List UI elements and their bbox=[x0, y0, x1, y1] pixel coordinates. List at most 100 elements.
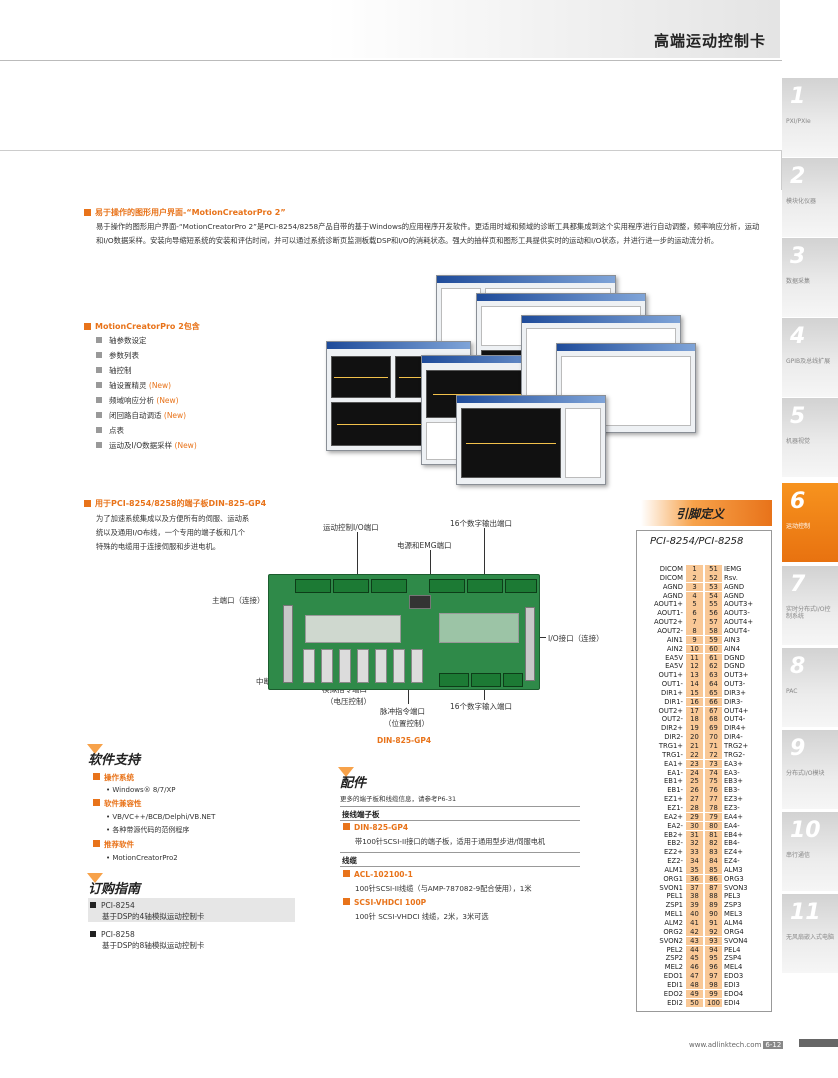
tab-number: 6 bbox=[790, 489, 806, 514]
pin-signal-right: AOUT3- bbox=[724, 609, 750, 618]
label-io-port: I/O接口（连接） bbox=[548, 634, 604, 643]
pin-signal-left: MEL1 bbox=[664, 910, 683, 919]
pin-number-right: 62 bbox=[704, 662, 722, 671]
relay bbox=[357, 649, 369, 683]
pin-number-left: 14 bbox=[685, 680, 703, 689]
pin-number-right: 80 bbox=[704, 821, 722, 831]
sidebar-tab-6[interactable]: 6 运动控制 bbox=[782, 483, 838, 563]
pin-signal-right: ORG3 bbox=[724, 874, 744, 883]
list-item: 轴设置精灵 (New) bbox=[96, 378, 197, 393]
accessory-model: SCSI-VHDCI 100P bbox=[343, 898, 426, 907]
tab-label: 实时分布式I/O控制系统 bbox=[786, 606, 831, 620]
screenshot-window bbox=[456, 395, 606, 485]
pin-number-right: 63 bbox=[704, 671, 722, 680]
list-item: 轴控制 bbox=[96, 363, 197, 378]
pin-signal-right: AGND bbox=[724, 582, 745, 591]
pin-number-right: 82 bbox=[704, 839, 722, 848]
pin-signal-right: EZ3- bbox=[724, 803, 740, 812]
pin-number-right: 85 bbox=[704, 865, 722, 875]
pin-signal-right: DIR4+ bbox=[724, 724, 746, 733]
pin-signal-left: EZ1+ bbox=[664, 795, 683, 804]
pin-signal-left: DIR1+ bbox=[661, 688, 683, 697]
pin-number-left: 20 bbox=[685, 733, 703, 742]
pin-signal-left: AOUT2- bbox=[657, 626, 683, 635]
pin-number-left: 19 bbox=[685, 724, 703, 733]
pin-signal-left: OUT1+ bbox=[658, 671, 684, 680]
pin-number-right: 78 bbox=[704, 803, 722, 813]
pin-number-right: 87 bbox=[704, 883, 722, 893]
pin-signal-right: AGND bbox=[724, 591, 745, 600]
divider bbox=[340, 806, 580, 807]
pin-number-right: 79 bbox=[704, 812, 722, 822]
divider bbox=[340, 866, 580, 867]
pin-signal-right: AIN3 bbox=[724, 635, 741, 644]
list-item: 轴参数设定 bbox=[96, 333, 197, 348]
label-pulse-cmd-sub: （位置控制） bbox=[384, 719, 429, 728]
list-item: 闭回路自动调适 (New) bbox=[96, 408, 197, 423]
label-interrupt: 中断 bbox=[256, 677, 271, 686]
pin-number-left: 30 bbox=[685, 821, 703, 831]
tab-number: 4 bbox=[790, 324, 806, 349]
power-jack bbox=[409, 595, 431, 609]
pin-number-right: 61 bbox=[704, 653, 722, 662]
tab-label: PAC bbox=[786, 688, 798, 695]
pin-number-right: 70 bbox=[704, 733, 722, 742]
pin-number-right: 71 bbox=[704, 742, 722, 751]
pin-signal-left: ALM2 bbox=[664, 919, 683, 927]
pin-signal-right: EB3+ bbox=[724, 777, 743, 786]
pin-signal-left: EZ2- bbox=[667, 857, 683, 866]
pin-signal-right: DGND bbox=[724, 653, 745, 662]
pin-number-right: 64 bbox=[704, 680, 722, 689]
pin-number-left: 34 bbox=[685, 857, 703, 866]
relay bbox=[375, 649, 387, 683]
pin-number-left: 42 bbox=[685, 927, 703, 937]
pin-number-right: 68 bbox=[704, 715, 722, 724]
pin-number-left: 49 bbox=[685, 989, 703, 999]
pin-signal-left: AOUT1+ bbox=[653, 600, 683, 609]
pin-signal-right: EDI4 bbox=[724, 998, 740, 1007]
connector bbox=[371, 579, 407, 593]
pin-signal-right: Rsv. bbox=[724, 573, 738, 582]
label-digital-out: 16个数字输出端口 bbox=[450, 519, 513, 528]
connector bbox=[467, 579, 503, 593]
pin-signal-right: EZ4+ bbox=[724, 848, 743, 857]
pin-signal-right: OUT4+ bbox=[724, 706, 749, 715]
square-bullet-icon bbox=[96, 412, 102, 418]
tab-label: 运动控制 bbox=[786, 523, 811, 530]
accessory-model: DIN-825-GP4 bbox=[343, 823, 408, 832]
square-bullet-icon bbox=[96, 427, 102, 433]
footer-bar bbox=[799, 1039, 838, 1047]
pin-number-left: 13 bbox=[685, 671, 703, 680]
leader-line bbox=[430, 550, 431, 580]
accessory-desc: 100针 SCSI-VHDCI 线缆，2米，3米可选 bbox=[355, 912, 489, 921]
board-heading: 用于PCI-8254/8258的端子板DIN-825-GP4 bbox=[84, 498, 266, 509]
pin-number-left: 39 bbox=[685, 901, 703, 910]
pin-number-right: 53 bbox=[704, 582, 722, 592]
square-bullet-icon bbox=[84, 209, 91, 216]
